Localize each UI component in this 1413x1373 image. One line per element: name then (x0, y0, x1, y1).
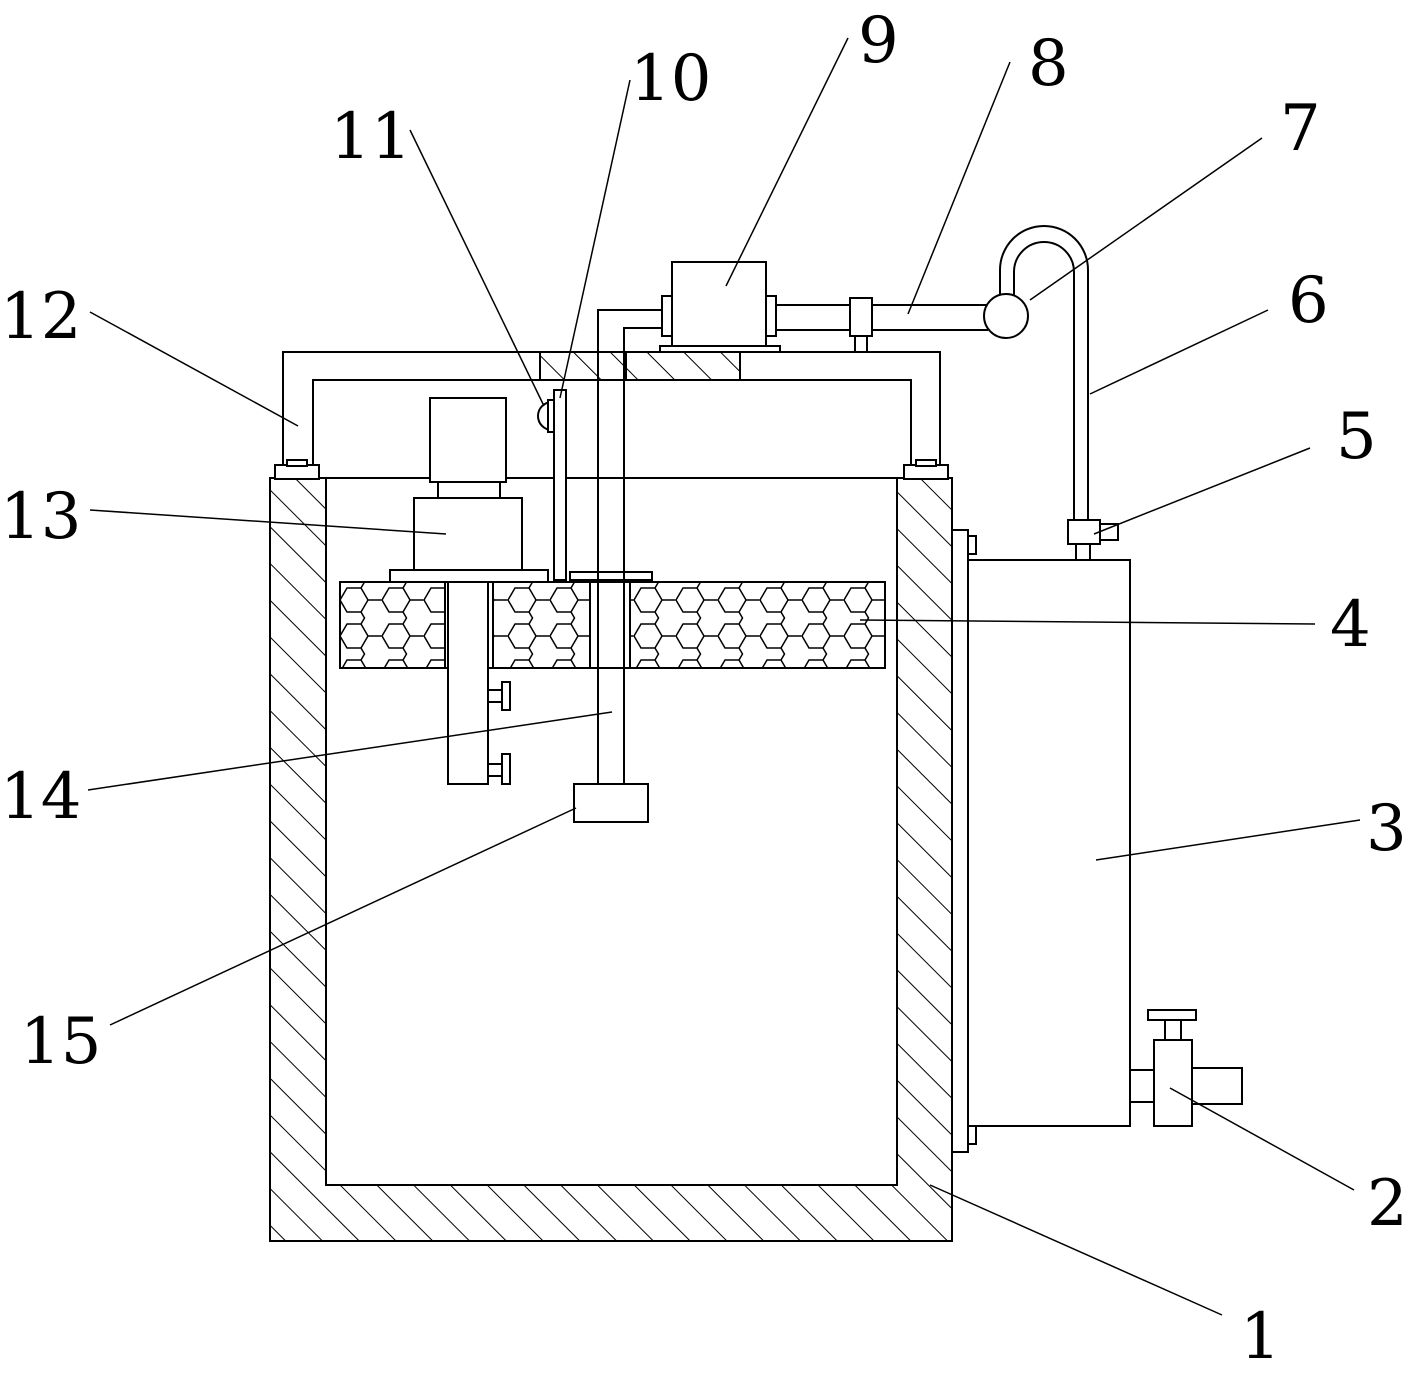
pump (659, 261, 781, 353)
label-3: 3 (1366, 792, 1407, 866)
label-1: 1 (1240, 1300, 1281, 1368)
label-8: 8 (1028, 27, 1069, 101)
connector-valve (1067, 519, 1119, 560)
label-5: 5 (1336, 400, 1377, 474)
label-2: 2 (1367, 1167, 1408, 1241)
label-14: 14 (0, 760, 81, 834)
label-12: 12 (0, 280, 81, 354)
motor-assembly (389, 397, 549, 785)
side-tank (951, 529, 1131, 1153)
label-13: 13 (0, 480, 81, 554)
top-plate (539, 351, 741, 381)
leader-lines (87, 37, 1361, 1316)
label-7: 7 (1280, 92, 1321, 166)
lamp-bracket (537, 389, 567, 581)
label-4: 4 (1330, 588, 1371, 662)
container-body (269, 477, 953, 1242)
gooseneck-pipe (983, 225, 1089, 520)
label-9: 9 (858, 4, 899, 78)
support-frame (274, 351, 949, 480)
drain-valve (1129, 1009, 1243, 1127)
label-15: 15 (20, 1005, 101, 1079)
outlet-pipe (776, 297, 988, 353)
label-6: 6 (1288, 264, 1329, 338)
label-11: 11 (330, 100, 411, 174)
intake-pipe (569, 309, 668, 823)
callout-labels: 1 2 3 4 5 6 7 8 9 10 11 12 13 14 15 (0, 4, 1408, 1373)
label-10: 10 (630, 42, 711, 116)
honeycomb-filter (339, 581, 886, 669)
